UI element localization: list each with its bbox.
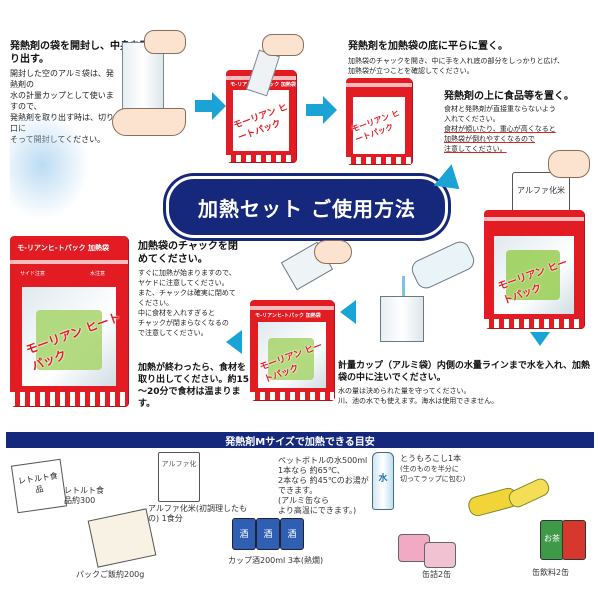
step5-line: ヤケドに注意してください。 bbox=[138, 279, 229, 287]
cans-label: 缶詰2缶 bbox=[422, 570, 452, 579]
step-arrow-icon bbox=[340, 300, 356, 324]
bottle-line: 2本なら 約45℃のお湯が bbox=[278, 476, 369, 485]
water-bottle-illustration: 水 bbox=[372, 452, 394, 510]
step5-line: チャックが閉まらなくなるの bbox=[138, 319, 229, 327]
step2-heading: 発熱剤を加熱袋の底に平らに置く。 bbox=[348, 41, 508, 52]
step1-line: 開封した空のアルミ袋は、発熱剤の bbox=[10, 69, 114, 89]
corn-line: 切ってラップに包む) bbox=[400, 475, 466, 483]
step5-text: すぐに加熱が始まりますので、 ヤケドに注意してください。 また、チャックは確実に… bbox=[138, 268, 248, 338]
bottle-line: 1本なら 約65℃、 bbox=[278, 466, 345, 475]
bottle-text: 水 bbox=[378, 474, 388, 484]
step-arrow-icon bbox=[212, 92, 226, 120]
retort-label: レトルト食品約300 bbox=[64, 486, 104, 505]
sake-cup-text: 酒 bbox=[263, 530, 273, 540]
drink-can-illustration: お茶 bbox=[540, 520, 564, 560]
drink-can-illustration bbox=[562, 520, 586, 560]
bottle-label: ペットボトルの水500ml 1本なら 約65℃、 2本なら 約45℃のお湯が で… bbox=[278, 456, 388, 516]
step2-text: 加熱袋のチャックを開き、中に手を入れ底の部分をしっかりと広げ、 加熱袋が立つこと… bbox=[348, 56, 588, 76]
step1-line: 水の計量カップとして使いますので、 bbox=[10, 91, 114, 111]
measuring-cup-illustration bbox=[380, 296, 424, 342]
step5-heading: 加熱袋のチャックを閉めてください。 bbox=[138, 241, 238, 265]
step4-line: 川、池の水でも使えます。海水は使用できません。 bbox=[338, 397, 499, 405]
sake-cup-illustration: 酒 bbox=[232, 518, 256, 550]
step3-note: 注意してください。 bbox=[444, 145, 507, 153]
step2-line: 加熱袋が立つことを確認してください。 bbox=[348, 67, 474, 75]
step-arrow-icon bbox=[530, 332, 550, 346]
step3-line: 食材と発熱剤が直接重ならないよう bbox=[444, 105, 556, 113]
heat-bag-illustration: モ-リアンヒ-トパック 加熱袋 モーリアン ヒートパック bbox=[250, 300, 334, 400]
step-arrow-icon bbox=[306, 104, 326, 116]
drinks-label: 缶飲料2缶 bbox=[532, 568, 570, 577]
step4-line: 水の量は決められた量を守ってください。 bbox=[338, 387, 471, 395]
water-bottle-illustration bbox=[408, 238, 478, 292]
guide-banner: 発熱剤Mサイズで加熱できる目安 bbox=[6, 432, 594, 448]
water-stream bbox=[402, 276, 405, 296]
step3-note: 食材が傾いたり、重心が高くなると bbox=[444, 125, 556, 133]
retort-pack-text: レトルト食品 bbox=[17, 471, 59, 495]
step3-text: 食材と発熱剤が直接重ならないよう 入れてください。 食材が傾いたり、重心が高くな… bbox=[444, 104, 594, 154]
step4-text: 水の量は決められた量を守ってください。 川、池の水でも使えます。海水は使用できま… bbox=[338, 386, 596, 406]
step3-note: 加熱袋が倒れやすくなるので bbox=[444, 135, 535, 143]
rice-pack-label: パックご飯約200g bbox=[76, 570, 145, 579]
step1-heading: 発熱剤の袋を開封し、中身を取り出す。 bbox=[10, 41, 150, 65]
rice-pack-illustration bbox=[87, 508, 157, 568]
sake-label: カップ酒200ml 3本(熱燗) bbox=[228, 556, 324, 565]
sake-cup-text: 酒 bbox=[287, 530, 297, 540]
page-title: 加熱セット ご使用方法 bbox=[198, 197, 416, 221]
heat-bag-illustration: モ-リアンヒ-トパック 加熱袋 サイド注意 水注意 モーリアン ヒートパック bbox=[10, 236, 128, 406]
bottle-line: ペットボトルの水500ml bbox=[278, 456, 368, 465]
corn-line: (生のものを半分に bbox=[400, 465, 459, 473]
bottle-line: できます。 bbox=[278, 486, 318, 495]
title-banner: 加熱セット ご使用方法 bbox=[166, 176, 448, 238]
step5-line: ください。 bbox=[138, 299, 173, 307]
step6-heading: 加熱が終わったら、食材を取り出してください。約15～20分で食材は温まります。 bbox=[138, 363, 249, 409]
hand-icon bbox=[144, 30, 186, 54]
hand-icon bbox=[262, 34, 304, 56]
guide-title: 発熱剤Mサイズで加熱できる目安 bbox=[225, 437, 375, 448]
step5-line: で注意してください。 bbox=[138, 329, 208, 337]
corn-illustration bbox=[506, 475, 552, 511]
bag-header-text: モ-リアンヒ-トパック 加熱袋 bbox=[255, 313, 321, 319]
sake-cup-illustration: 酒 bbox=[280, 518, 304, 550]
step3-heading: 発熱剤の上に食品等を置く。 bbox=[444, 91, 574, 102]
step2-line: 加熱袋のチャックを開き、中に手を入れ底の部分をしっかりと広げ、 bbox=[348, 57, 564, 65]
step-arrow-icon bbox=[323, 96, 337, 124]
step-arrow-icon bbox=[226, 330, 242, 354]
alpha-rice-pack-illustration: アルファ化 bbox=[158, 452, 200, 502]
alpha-label: アルファ化米(初調理したもの) 1食分 bbox=[148, 504, 248, 523]
steam-illustration bbox=[10, 110, 90, 220]
step4-heading: 計量カップ（アルミ袋）内側の水量ラインまで水を入れ、加熱袋の中に注いでください。 bbox=[338, 361, 591, 383]
hand-icon bbox=[314, 240, 352, 264]
drink-can-text: お茶 bbox=[544, 534, 560, 543]
hand-icon bbox=[112, 108, 186, 136]
step5-line: すぐに加熱が始まりますので、 bbox=[138, 269, 236, 277]
hand-icon bbox=[548, 150, 590, 178]
canned-food-illustration bbox=[424, 542, 456, 568]
bag-label: 水注意 bbox=[90, 271, 106, 277]
corn-line: とうもろこし1本 bbox=[400, 454, 462, 463]
bottle-line: より高温にできます。) bbox=[278, 506, 357, 515]
step-arrow-icon bbox=[195, 100, 215, 112]
corn-label: とうもろこし1本 (生のものを半分に 切ってラップに包む) bbox=[400, 454, 510, 484]
heat-bag-illustration: モーリアン ヒートパック bbox=[484, 210, 584, 328]
sake-cup-text: 酒 bbox=[239, 530, 249, 540]
bottle-line: (アルミ缶なら bbox=[278, 496, 330, 505]
bag-header-text: モ-リアンヒ-トパック 加熱袋 bbox=[17, 243, 110, 252]
step3-line: 入れてください。 bbox=[444, 115, 500, 123]
heat-bag-illustration: モーリアン ヒートパック bbox=[346, 78, 412, 164]
step5-line: 中に食材を入れすぎると bbox=[138, 309, 215, 317]
alpha-pack-text: アルファ化 bbox=[161, 460, 197, 468]
bag-label: サイド注意 bbox=[20, 271, 46, 277]
retort-pack-illustration: レトルト食品 bbox=[10, 458, 68, 514]
alpha-rice-label: アルファ化米 bbox=[517, 186, 565, 195]
step5-line: また、チャックは確実に閉めて bbox=[138, 289, 236, 297]
sake-cup-illustration: 酒 bbox=[256, 518, 280, 550]
